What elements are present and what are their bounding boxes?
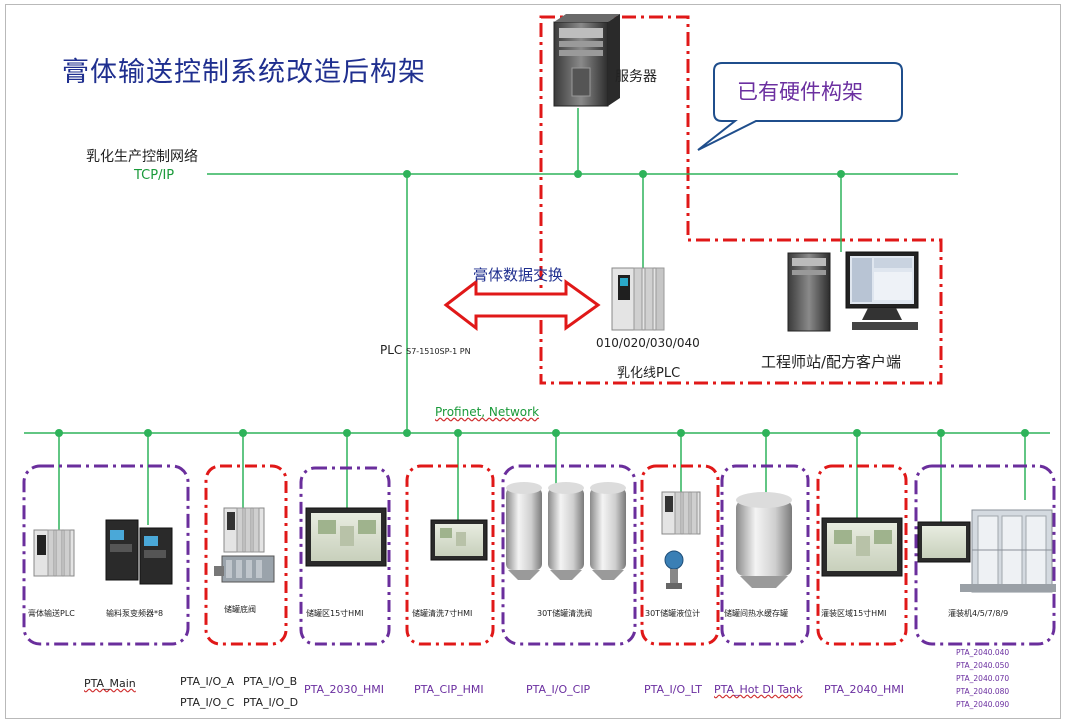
- device-label: 灌装机4/5/7/8/9: [948, 609, 1009, 618]
- group-2040-hmi: [816, 464, 908, 646]
- filling-code: PTA_2040.080: [956, 687, 1010, 696]
- plc-ids-label: 010/020/030/040: [596, 336, 700, 350]
- upper-network-protocol: TCP/IP: [134, 168, 175, 183]
- plc-label: 乳化线PLC: [617, 366, 681, 381]
- tag-hmi-2040: PTA_2040_HMI: [824, 683, 905, 696]
- hmi-2030-icon: [305, 507, 387, 567]
- tag-io-d: PTA_I/O_D: [243, 696, 299, 709]
- hmi-2040-icon: [821, 517, 903, 577]
- tag-cip-hmi: PTA_CIP_HMI: [414, 683, 484, 696]
- engineering-station-icon: [787, 251, 919, 332]
- exchange-label: 膏体数据交换: [473, 266, 564, 284]
- data-exchange-arrow: [443, 278, 601, 332]
- plc-main-label: PLC S7-1510SP-1 PN: [380, 343, 471, 357]
- remote-io-valve-icon: [214, 507, 275, 583]
- tag-main: PTA_Main: [84, 677, 136, 690]
- tag-hmi-2030: PTA_2030_HMI: [304, 683, 385, 696]
- plc-model-text: S7-1510SP-1 PN: [406, 347, 471, 356]
- callout-bubble: [697, 62, 903, 151]
- level-transmitter-icon: [661, 491, 701, 589]
- filling-code: PTA_2040.070: [956, 674, 1010, 683]
- paste-plc-icon: [33, 529, 75, 577]
- tag-io-b: PTA_I/O_B: [243, 675, 298, 688]
- group-main: [22, 464, 190, 646]
- group-2030-hmi: [299, 466, 391, 646]
- hot-water-tank-icon: [736, 492, 792, 588]
- device-label: 膏体输送PLC: [28, 609, 75, 618]
- cip-tanks-icon: [506, 482, 626, 580]
- group-cip-hmi: [405, 464, 495, 646]
- upper-network-name: 乳化生产控制网络: [86, 149, 198, 165]
- tag-hot-tank: PTA_Hot DI Tank: [714, 683, 803, 696]
- tag-io-lt: PTA_I/O_LT: [644, 683, 702, 696]
- emulsion-plc-icon: [611, 267, 665, 331]
- tag-io-a: PTA_I/O_A: [180, 675, 235, 688]
- device-label: 30T储罐液位计: [645, 609, 701, 618]
- group-hot-tank: [720, 464, 810, 646]
- group-io-lt: [640, 464, 720, 646]
- tag-io-c: PTA_I/O_C: [180, 696, 235, 709]
- filling-code: PTA_2040.040: [956, 648, 1010, 657]
- profinet-label: Profinet, Network: [435, 405, 540, 419]
- group-io-abcd: [204, 464, 288, 646]
- inverter-icons: [105, 519, 173, 585]
- hmi-cip-icon: [430, 519, 488, 561]
- group-filling: [914, 464, 1056, 646]
- group-io-cip: [501, 464, 637, 646]
- device-label: 30T储罐清洗阀: [537, 609, 593, 618]
- tag-io-cip: PTA_I/O_CIP: [526, 683, 591, 696]
- device-label: 储罐区15寸HMI: [306, 609, 364, 618]
- filling-code: PTA_2040.050: [956, 661, 1010, 670]
- existing-hardware-boundary: [539, 15, 943, 385]
- device-label: 灌装区域15寸HMI: [821, 609, 887, 618]
- device-label: 储罐清洗7寸HMI: [412, 609, 473, 618]
- server-icon: [553, 14, 620, 107]
- server-label: 服务器: [615, 69, 657, 85]
- device-label: 储罐间热水缓存罐: [724, 609, 788, 618]
- plc-main-text: PLC: [380, 343, 403, 357]
- callout-text: 已有硬件构架: [737, 80, 863, 104]
- page-title: 膏体输送控制系统改造后构架: [62, 57, 426, 88]
- diagram-frame: [5, 4, 1061, 719]
- device-label: 储罐底阀: [224, 605, 256, 614]
- filling-machine-icon: [917, 509, 1056, 593]
- device-label: 输料泵变频器*8: [106, 609, 164, 618]
- filling-code-list: PTA_2040.040 PTA_2040.050 PTA_2040.070 P…: [956, 646, 1009, 711]
- engineering-label: 工程师站/配方客户端: [761, 353, 902, 371]
- filling-code: PTA_2040.090: [956, 700, 1010, 709]
